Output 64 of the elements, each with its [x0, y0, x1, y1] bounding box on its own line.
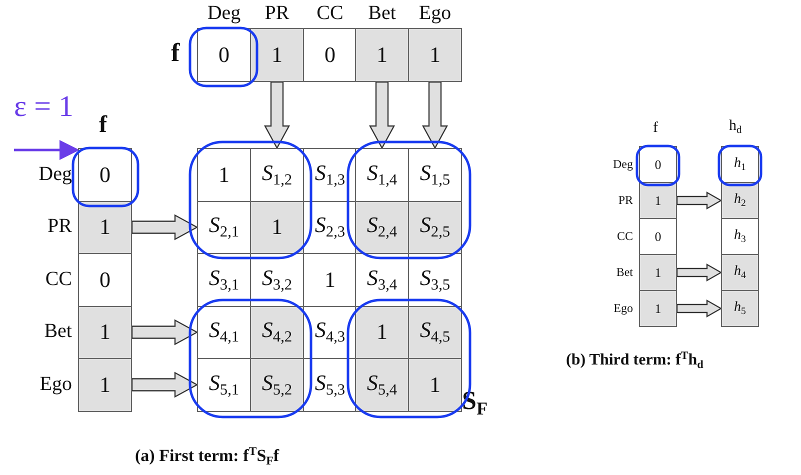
vector-cell: S$_{5,2}$	[250, 358, 304, 412]
vector-cell: h$_{2}$	[721, 182, 759, 219]
vector-cell: 1	[639, 290, 677, 327]
row-label: Deg	[38, 162, 72, 186]
row-label: CC	[316, 2, 344, 25]
vector-cell: 1	[250, 200, 304, 254]
row-label: Ego	[418, 2, 452, 25]
vector-cell: S$_{1,5}$	[408, 148, 462, 202]
vector-cell: S$_{2,4}$	[355, 200, 409, 254]
vector-cell: 0	[639, 218, 677, 255]
row-label: Deg	[206, 2, 242, 25]
block-arrow	[131, 319, 198, 346]
vector-cell: 1	[355, 28, 409, 82]
row-label: CC	[616, 229, 633, 244]
vector-cell: h$_{3}$	[721, 218, 759, 255]
vector-cell: h$_{4}$	[721, 254, 759, 291]
vector-label: h$_{d}$	[729, 118, 742, 136]
block-arrow	[676, 263, 722, 282]
row-label: Deg	[613, 157, 633, 172]
vector-cell: 0	[78, 148, 132, 202]
row-label: CC	[45, 268, 72, 291]
vector-cell: 1	[250, 28, 304, 82]
block-arrow	[131, 372, 198, 398]
vector-cell: 1	[639, 182, 677, 219]
row-label: PR	[264, 2, 290, 25]
vector-cell: 1	[408, 358, 462, 412]
vector-cell: 1	[639, 254, 677, 291]
vector-cell: S$_{1,4}$	[355, 148, 409, 202]
vector-cell: 1	[78, 306, 132, 359]
vector-cell: 0	[303, 28, 357, 82]
row-label: Bet	[367, 2, 397, 25]
row-label: Bet	[616, 265, 633, 280]
vector-label: f	[99, 112, 107, 139]
vector-cell: S$_{5,4}$	[355, 358, 409, 412]
row-label: Ego	[614, 301, 633, 316]
vector-cell: 0	[639, 146, 677, 183]
vector-cell: 1	[78, 358, 132, 412]
vector-label: f	[653, 120, 658, 137]
vector-cell: 0	[78, 253, 132, 306]
row-label: Bet	[44, 320, 72, 344]
vector-cell: h$_{1}$	[721, 146, 759, 183]
block-arrow	[368, 81, 396, 150]
vector-cell: h$_{5}$	[721, 290, 759, 327]
arrow	[14, 140, 80, 160]
row-label: PR	[48, 215, 72, 238]
block-arrow	[676, 191, 722, 210]
block-arrow	[422, 81, 448, 150]
block-arrow	[264, 81, 290, 150]
vector-cell: 1	[78, 200, 132, 254]
vector-cell: 0	[197, 28, 251, 82]
vector-cell: S$_{5,1}$	[197, 358, 251, 412]
caption: (a) First term: f$^{T}$S$_{F}$f	[135, 444, 280, 468]
vector-cell: S$_{4,2}$	[250, 306, 304, 359]
row-label: Ego	[40, 372, 72, 396]
block-arrow	[676, 299, 722, 318]
vector-label: f	[171, 38, 180, 68]
caption: (b) Third term: f$^{T}$h$_{d}$	[566, 350, 704, 371]
row-label: PR	[618, 193, 633, 208]
vector-cell: S$_{2,5}$	[408, 200, 462, 254]
vector-cell: 1	[197, 148, 251, 202]
vector-cell: S$_{4,5}$	[408, 306, 462, 359]
block-arrow	[131, 214, 198, 240]
vector-cell: 1	[355, 306, 409, 359]
vector-cell: 1	[408, 28, 462, 82]
